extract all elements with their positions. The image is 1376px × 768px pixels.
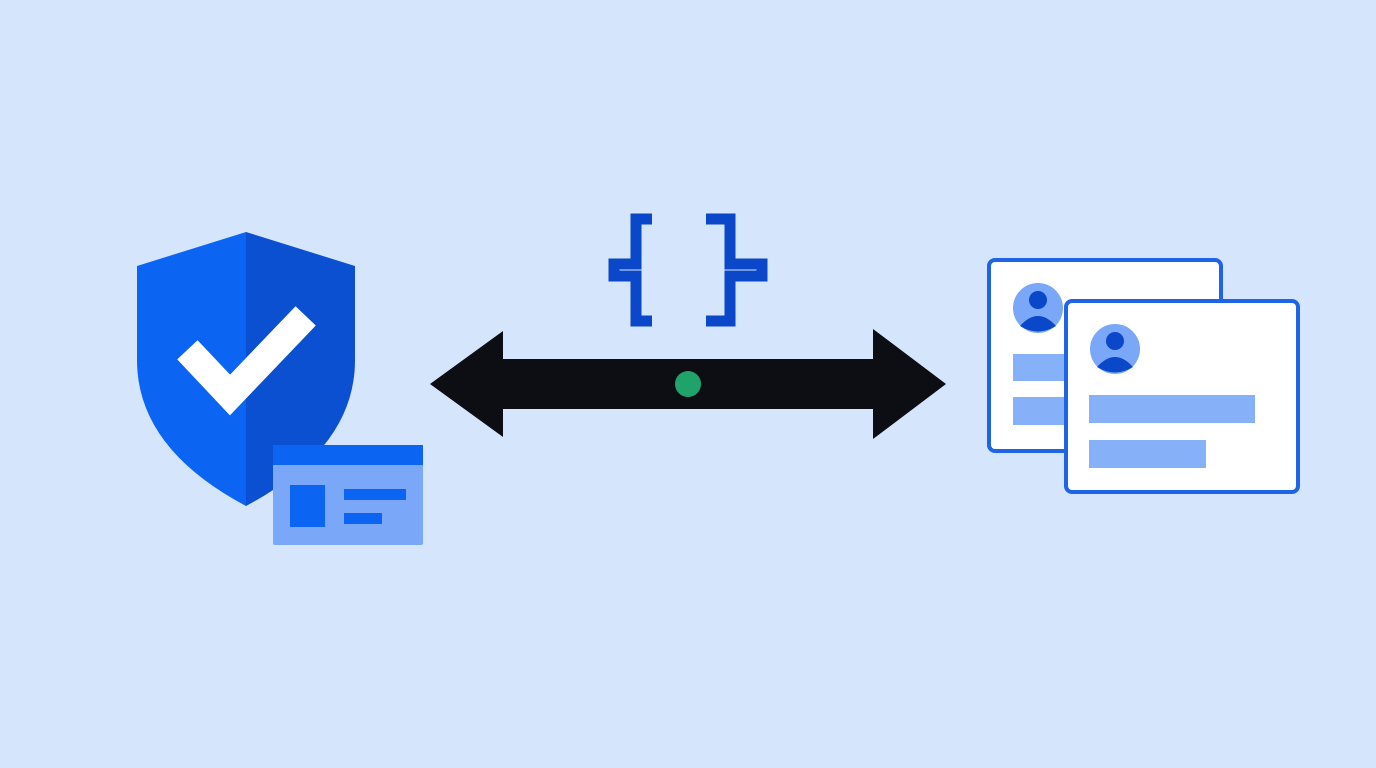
profile-card-back-bar-1 (1013, 354, 1073, 381)
id-card-line-2 (344, 513, 382, 524)
shield-check-icon (137, 232, 355, 506)
checkmark (177, 306, 316, 416)
profile-card-front-bar-2 (1089, 440, 1206, 468)
avatar-icon (1013, 283, 1063, 333)
profile-card-front (1064, 299, 1300, 494)
status-dot (675, 371, 701, 397)
right-bracket (706, 213, 768, 327)
left-node (137, 232, 423, 545)
json-brackets-icon (608, 213, 768, 327)
profile-card-front-bar-1 (1089, 395, 1255, 423)
id-card-photo (290, 485, 325, 527)
id-card-line-1 (344, 489, 406, 500)
connector (430, 213, 946, 439)
id-card-icon (273, 445, 423, 545)
left-bracket (608, 213, 652, 327)
bidirectional-arrow-icon (430, 329, 946, 439)
id-card-header (273, 445, 423, 465)
user-profile-cards-icon (987, 258, 1300, 494)
avatar-icon (1090, 324, 1140, 374)
shield-right-half (246, 232, 355, 506)
profile-card-back-bar-2 (1013, 397, 1073, 425)
